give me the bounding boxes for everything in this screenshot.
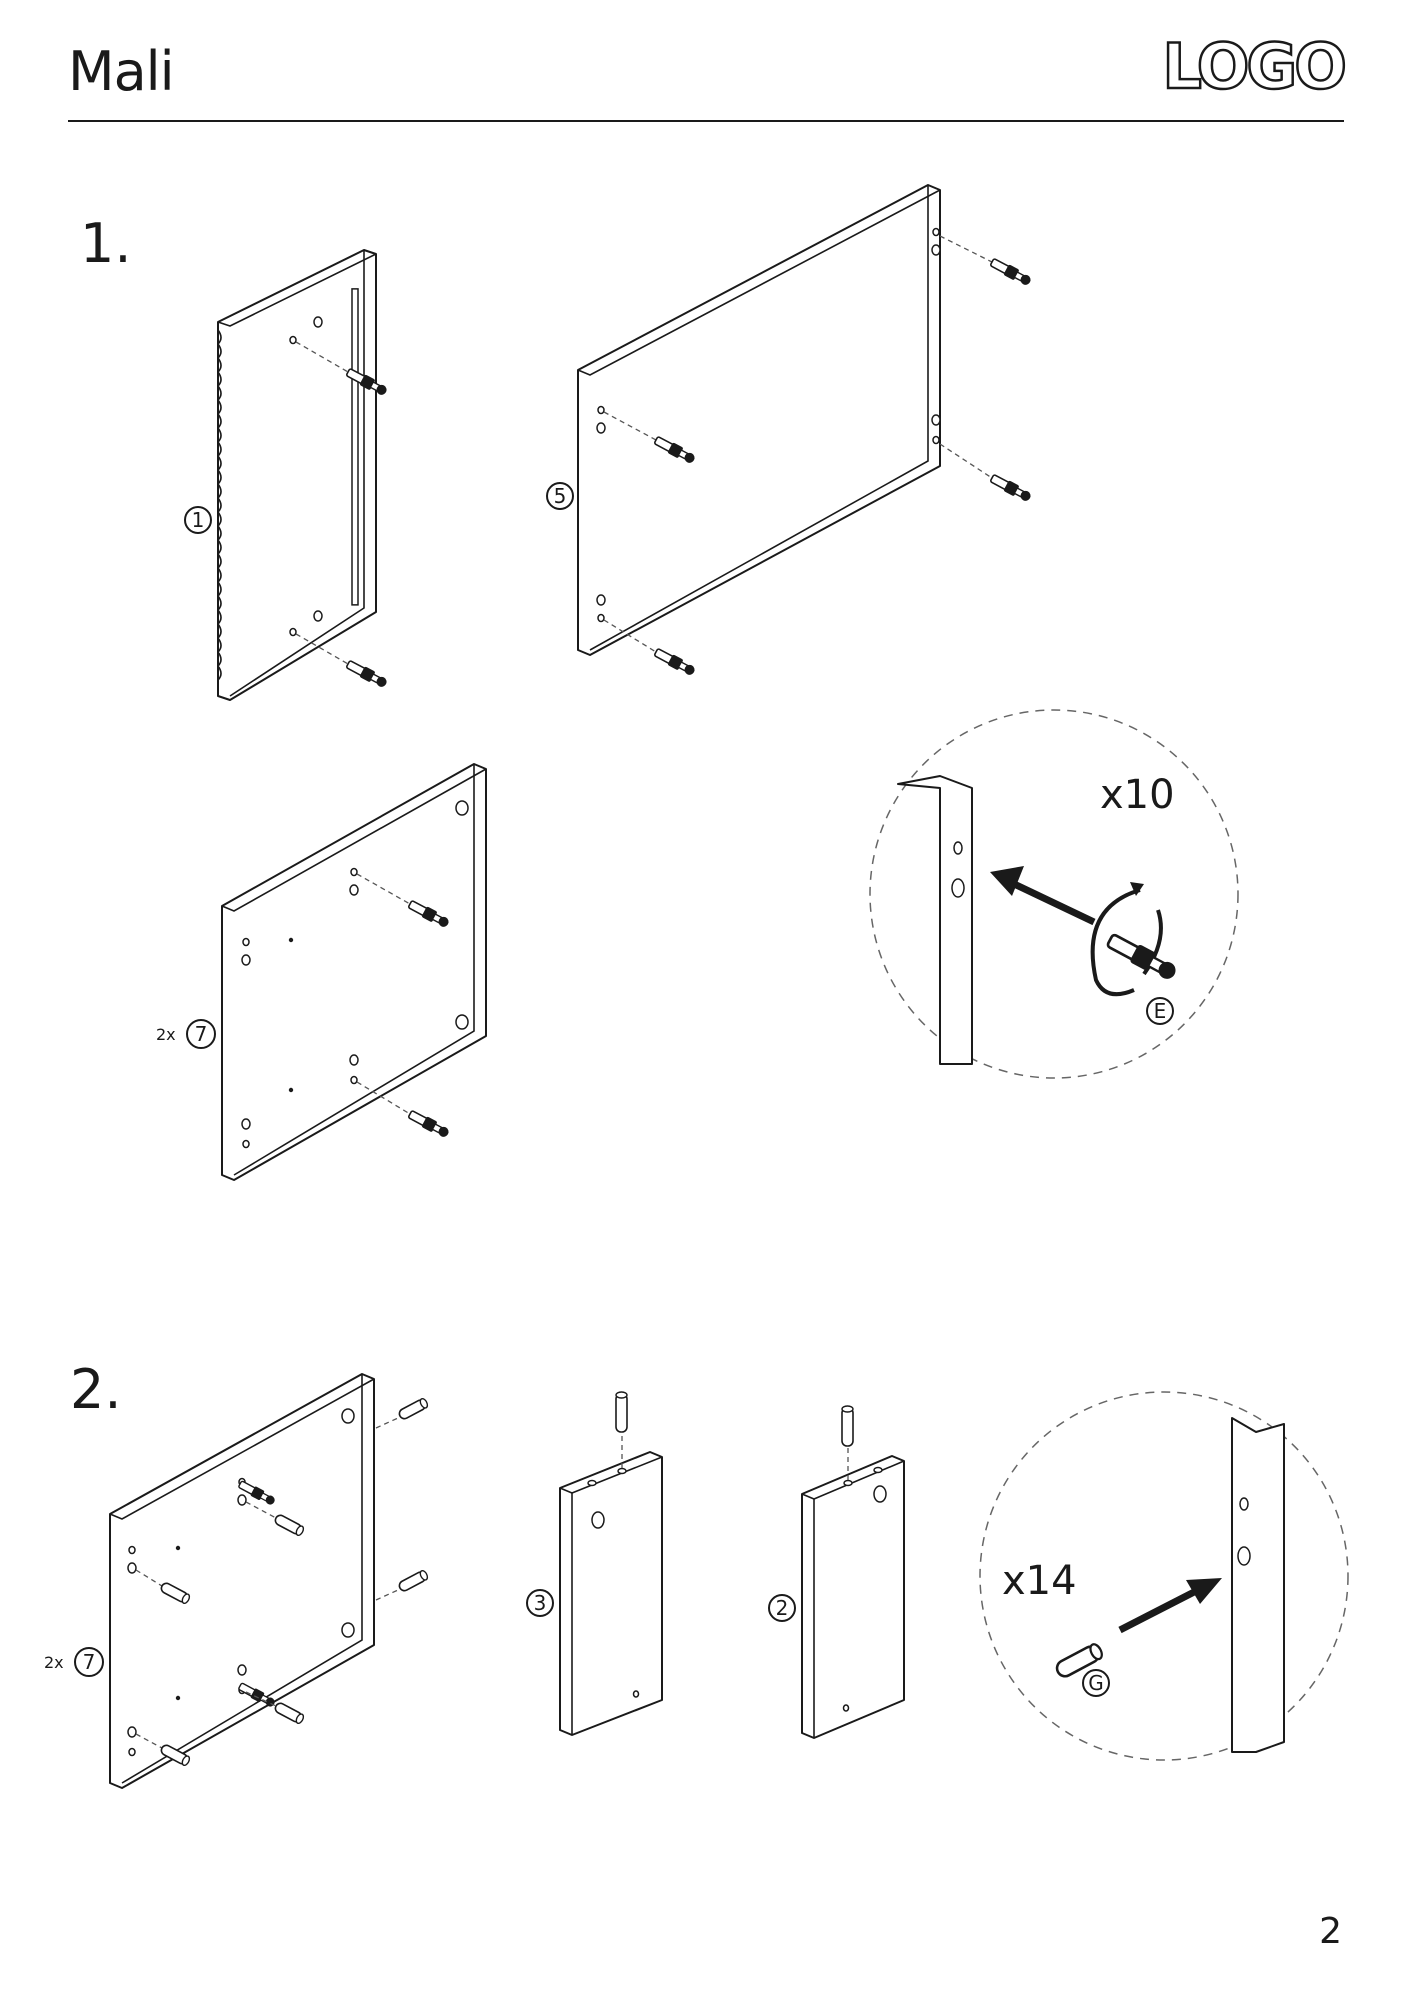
hardware-e-label: E	[1154, 999, 1167, 1023]
svg-text:2x: 2x	[156, 1025, 176, 1044]
step-1-number: 1.	[80, 212, 132, 275]
part-label-7-step1: 2x 7	[156, 1019, 216, 1049]
panel-2	[801, 1405, 905, 1739]
svg-text:2x: 2x	[44, 1653, 64, 1672]
detail-cam-bolt: x10 E	[869, 709, 1239, 1079]
panel-7	[221, 763, 487, 1181]
svg-text:2: 2	[776, 1596, 789, 1620]
panel-5	[577, 184, 1034, 679]
part-label-2: 2	[768, 1594, 796, 1622]
panel-3	[559, 1391, 663, 1736]
svg-text:7: 7	[195, 1022, 208, 1046]
svg-text:7: 7	[83, 1650, 96, 1674]
brand-logo: LOGO	[1161, 29, 1348, 105]
part-label-5: 5	[546, 482, 574, 510]
panel-7-step2	[109, 1373, 430, 1789]
detail-dowel: x14 G	[979, 1391, 1349, 1761]
panel-1	[216, 249, 390, 701]
svg-text:x10: x10	[1100, 772, 1175, 818]
part-label-7-step2: 2x 7	[44, 1647, 104, 1677]
part-label-3: 3	[526, 1589, 554, 1617]
part-label-1: 1	[184, 506, 212, 534]
document-title: Mali	[68, 40, 175, 103]
svg-text:1: 1	[192, 508, 205, 532]
header-divider	[68, 120, 1344, 122]
svg-text:5: 5	[554, 484, 567, 508]
step-2-number: 2.	[70, 1358, 122, 1421]
svg-text:x14: x14	[1002, 1558, 1077, 1604]
svg-text:3: 3	[534, 1591, 547, 1615]
page-number: 2	[1319, 1911, 1342, 1952]
hardware-g-label: G	[1088, 1671, 1104, 1695]
